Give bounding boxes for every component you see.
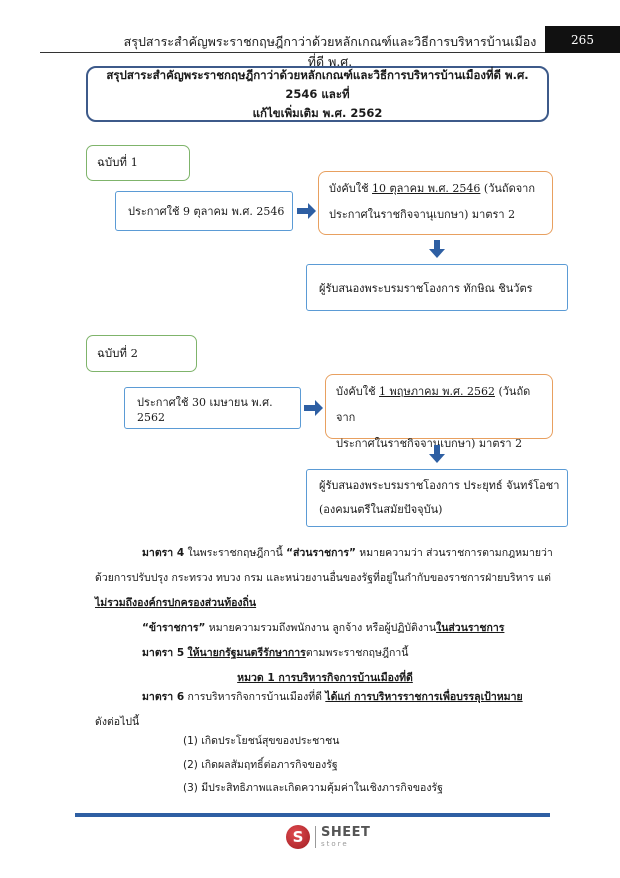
edition-1-countersigned-text: ผู้รับสนองพระบรมราชโองการ ทักษิณ ชินวัตร [319, 281, 533, 295]
term-government-agency: “ส่วนราชการ” [286, 547, 356, 559]
edition-2-announced-text: ประกาศใช้ 30 เมษายน พ.ศ. 2562 [137, 395, 273, 424]
section-4-label: มาตรา 4 [142, 547, 185, 559]
down-arrow-icon [429, 240, 445, 258]
logo-brand-sub: store [321, 840, 349, 848]
section-5-text: ตามพระราชกฤษฎีกานี้ [305, 647, 409, 659]
section-5-label: มาตรา 5 [142, 647, 185, 659]
edition-1-label: ฉบับที่ 1 [86, 145, 190, 181]
edition-2-label-text: ฉบับที่ 2 [97, 345, 138, 360]
right-arrow-icon [304, 400, 323, 416]
edition-2-label: ฉบับที่ 2 [86, 335, 197, 372]
effective-date: 1 พฤษภาคม พ.ศ. 2562 [379, 385, 495, 398]
section-4-definition: หมายความรวมถึงพนักงาน ลูกจ้าง หรือผู้ปฏิ… [205, 622, 437, 634]
effective-prefix: บังคับใช้ [336, 385, 380, 398]
down-arrow-icon [429, 445, 445, 463]
section-4-line-3: ไม่รวมถึงองค์กรปกครองส่วนท้องถิ่น [95, 597, 257, 609]
right-arrow-icon [297, 203, 316, 219]
section-4-text: ในพระราชกฤษฎีกานี้ [184, 547, 287, 559]
edition-2-effective-line-2: ประกาศในราชกิจจานุเบกษา) มาตรา 2 [336, 437, 523, 450]
edition-1-effective-line-2: ประกาศในราชกิจจานุเบกษา) มาตรา 2 [329, 208, 516, 221]
page-number: 265 [545, 26, 620, 53]
section-5-underlined: ให้นายกรัฐมนตรีรักษาการ [187, 647, 306, 659]
effective-suffix: (วันถัดจาก [480, 182, 535, 195]
term-civil-servant: “ข้าราชการ” [142, 622, 206, 634]
edition-1-effective-line-1: บังคับใช้ 10 ตุลาคม พ.ศ. 2546 (วันถัดจาก [329, 176, 542, 202]
edition-1-announced-box: ประกาศใช้ 9 ตุลาคม พ.ศ. 2546 [115, 191, 293, 231]
effective-date: 10 ตุลาคม พ.ศ. 2546 [372, 182, 481, 195]
effective-suffix: (วันถัดจาก [336, 385, 531, 424]
section-4-definition-tail: ในส่วนราชการ [436, 622, 505, 634]
section-4-paragraph: มาตรา 4 ในพระราชกฤษฎีกานี้ “ส่วนราชการ” … [95, 541, 555, 691]
section-4-line-2: ด้วยการปรับปรุง กระทรวง ทบวง กรม และหน่ว… [95, 572, 551, 584]
section-6-underlined: ได้แก่ การบริหารราชการเพื่อบรรลุเป้าหมาย [325, 691, 523, 703]
logo-s-icon: S [286, 825, 310, 849]
edition-2-countersigned-line-2: (องคมนตรีในสมัยปัจจุบัน) [319, 503, 443, 516]
running-header: สรุปสาระสำคัญพระราชกฤษฎีกาว่าด้วยหลักเกณ… [123, 34, 537, 69]
section-4-text: หมายความว่า ส่วนราชการตามกฎหมายว่า [355, 547, 553, 559]
edition-2-countersigned-line-1: ผู้รับสนองพระบรมราชโองการ ประยุทธ์ จันทร… [319, 479, 560, 492]
edition-2-countersigned-box: ผู้รับสนองพระบรมราชโองการ ประยุทธ์ จันทร… [306, 469, 568, 527]
edition-2-effective-line-1: บังคับใช้ 1 พฤษภาคม พ.ศ. 2562 (วันถัดจาก [336, 379, 542, 431]
edition-1-label-text: ฉบับที่ 1 [97, 155, 138, 169]
objectives-list: (1) เกิดประโยชน์สุขของประชาชน (2) เกิดผล… [183, 730, 543, 801]
footer-rule [75, 813, 550, 817]
logo-brand: SHEET [321, 825, 371, 840]
effective-prefix: บังคับใช้ [329, 182, 373, 195]
section-6-label: มาตรา 6 [142, 691, 185, 703]
list-item: (2) เกิดผลสัมฤทธิ์ต่อภารกิจของรัฐ [183, 758, 338, 771]
edition-1-announced-text: ประกาศใช้ 9 ตุลาคม พ.ศ. 2546 [128, 205, 285, 218]
title-line-1: สรุปสาระสำคัญพระราชกฤษฎีกาว่าด้วยหลักเกณ… [106, 67, 529, 101]
edition-2-effective-box: บังคับใช้ 1 พฤษภาคม พ.ศ. 2562 (วันถัดจาก… [325, 374, 553, 450]
edition-2-announced-box: ประกาศใช้ 30 เมษายน พ.ศ. 2562 [124, 387, 301, 429]
header-rule [40, 52, 545, 53]
section-6-line-2: ดังต่อไปนี้ [95, 716, 140, 728]
edition-1-countersigned-box: ผู้รับสนองพระบรมราชโองการ ทักษิณ ชินวัตร [306, 264, 568, 311]
title-line-2: แก้ไขเพิ่มเติม พ.ศ. 2562 [252, 105, 383, 120]
chapter-heading: หมวด 1 การบริหารกิจการบ้านเมืองที่ดี [237, 672, 413, 684]
list-item: (1) เกิดประโยชน์สุขของประชาชน [183, 735, 340, 747]
section-6-text: การบริหารกิจการบ้านเมืองที่ดี [184, 691, 326, 703]
section-6-paragraph: มาตรา 6 การบริหารกิจการบ้านเมืองที่ดี ได… [95, 685, 555, 735]
title-box: สรุปสาระสำคัญพระราชกฤษฎีกาว่าด้วยหลักเกณ… [86, 66, 549, 122]
list-item: (3) มีประสิทธิภาพและเกิดความคุ้มค่าในเชิ… [183, 782, 443, 794]
edition-1-effective-box: บังคับใช้ 10 ตุลาคม พ.ศ. 2546 (วันถัดจาก… [318, 171, 553, 235]
sheet-store-logo: S SHEET store [286, 822, 376, 852]
